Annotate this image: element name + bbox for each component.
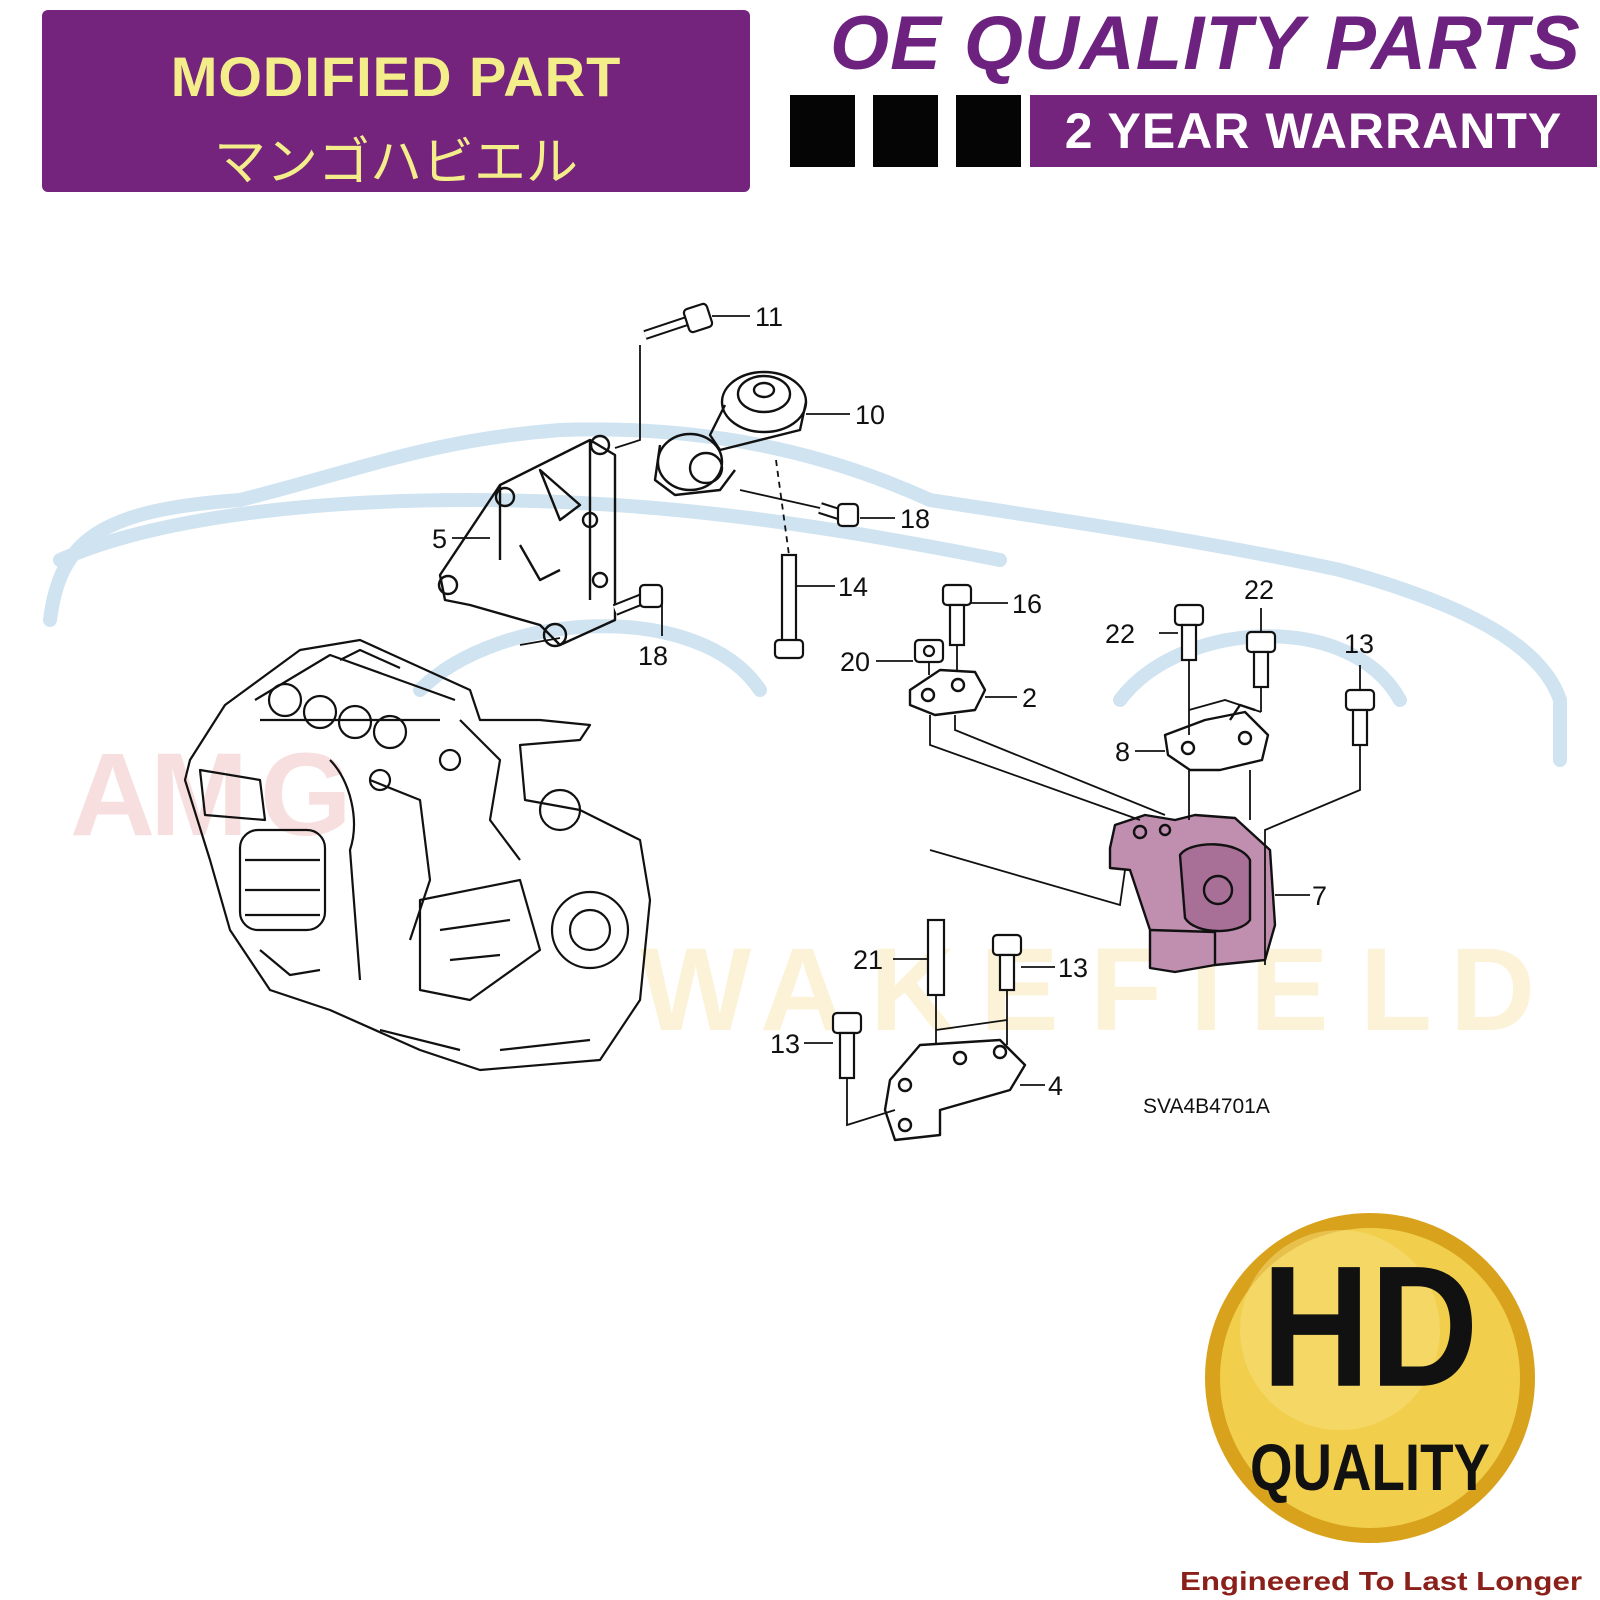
part-5-bracket xyxy=(437,434,617,648)
car-silhouette-watermark xyxy=(43,422,1567,767)
modified-part-title: MODIFIED PART xyxy=(170,45,622,108)
tagline: Engineered To Last Longer xyxy=(1180,1566,1582,1596)
callout-18-lower: 18 xyxy=(638,641,668,671)
oe-quality-title: OE QUALITY PARTS xyxy=(830,1,1581,86)
svg-text:W: W xyxy=(640,924,752,1056)
hd-quality-seal: HD QUALITY xyxy=(1205,1213,1535,1543)
bolt-13a xyxy=(1344,688,1376,747)
bolt-11 xyxy=(643,302,714,340)
bolt-18a xyxy=(818,502,860,528)
callout-5: 5 xyxy=(432,524,447,554)
callout-22-right: 22 xyxy=(1244,575,1274,605)
guide-lines xyxy=(519,345,1361,1127)
bolt-21 xyxy=(926,918,946,997)
part-4-bracket xyxy=(883,1038,1027,1142)
modified-part-subtitle: マンゴハビエル xyxy=(213,133,578,193)
watermark-left: A M G xyxy=(70,729,352,861)
svg-text:M: M xyxy=(150,729,248,861)
quality-text: QUALITY xyxy=(1250,1430,1490,1504)
warranty-banner: 2 YEAR WARRANTY xyxy=(1030,95,1597,167)
callout-13-lower: 13 xyxy=(770,1029,800,1059)
svg-text:D: D xyxy=(1450,924,1535,1056)
callout-16: 16 xyxy=(1012,589,1042,619)
callout-13-right: 13 xyxy=(1344,629,1374,659)
callout-10: 10 xyxy=(855,400,885,430)
bolt-22a xyxy=(1173,603,1205,662)
callout-13-middle: 13 xyxy=(1058,953,1088,983)
svg-text:A: A xyxy=(70,729,155,861)
bolt-22b xyxy=(1245,630,1277,689)
part-7-transmission-mount xyxy=(1108,813,1277,974)
callout-2: 2 xyxy=(1022,683,1037,713)
callout-7: 7 xyxy=(1312,881,1327,911)
callout-22-left: 22 xyxy=(1105,619,1135,649)
modified-part-badge: MODIFIED PART マンゴハビエル xyxy=(42,10,750,193)
part-2-bracket xyxy=(908,668,987,717)
watermark-right: W A K E F I E L D xyxy=(640,924,1535,1056)
callout-20: 20 xyxy=(840,647,870,677)
black-block xyxy=(790,95,855,167)
black-block xyxy=(873,95,938,167)
engine-block-illustration xyxy=(183,638,652,1072)
nut-20 xyxy=(913,638,945,664)
svg-text:L: L xyxy=(1360,924,1432,1056)
part-10-torque-mount xyxy=(653,370,808,497)
callout-21: 21 xyxy=(853,945,883,975)
svg-text:A: A xyxy=(760,924,845,1056)
callout-4: 4 xyxy=(1048,1071,1063,1101)
svg-text:G: G xyxy=(260,729,352,861)
callout-11: 11 xyxy=(755,302,783,332)
callout-8: 8 xyxy=(1115,737,1130,767)
callout-14: 14 xyxy=(838,572,868,602)
callout-18-upper: 18 xyxy=(900,504,930,534)
bolt-14 xyxy=(773,553,805,660)
bolt-16 xyxy=(941,583,973,647)
black-block xyxy=(956,95,1021,167)
callout-leaders xyxy=(452,315,1361,1086)
bolt-18b xyxy=(612,583,664,616)
bolt-13b xyxy=(991,933,1023,992)
bolts xyxy=(612,302,1376,1080)
bolt-13c xyxy=(831,1011,863,1080)
part-8-bracket xyxy=(1163,703,1270,772)
diagram-code: SVA4B4701A xyxy=(1143,1095,1270,1118)
hd-text: HD xyxy=(1262,1231,1479,1423)
